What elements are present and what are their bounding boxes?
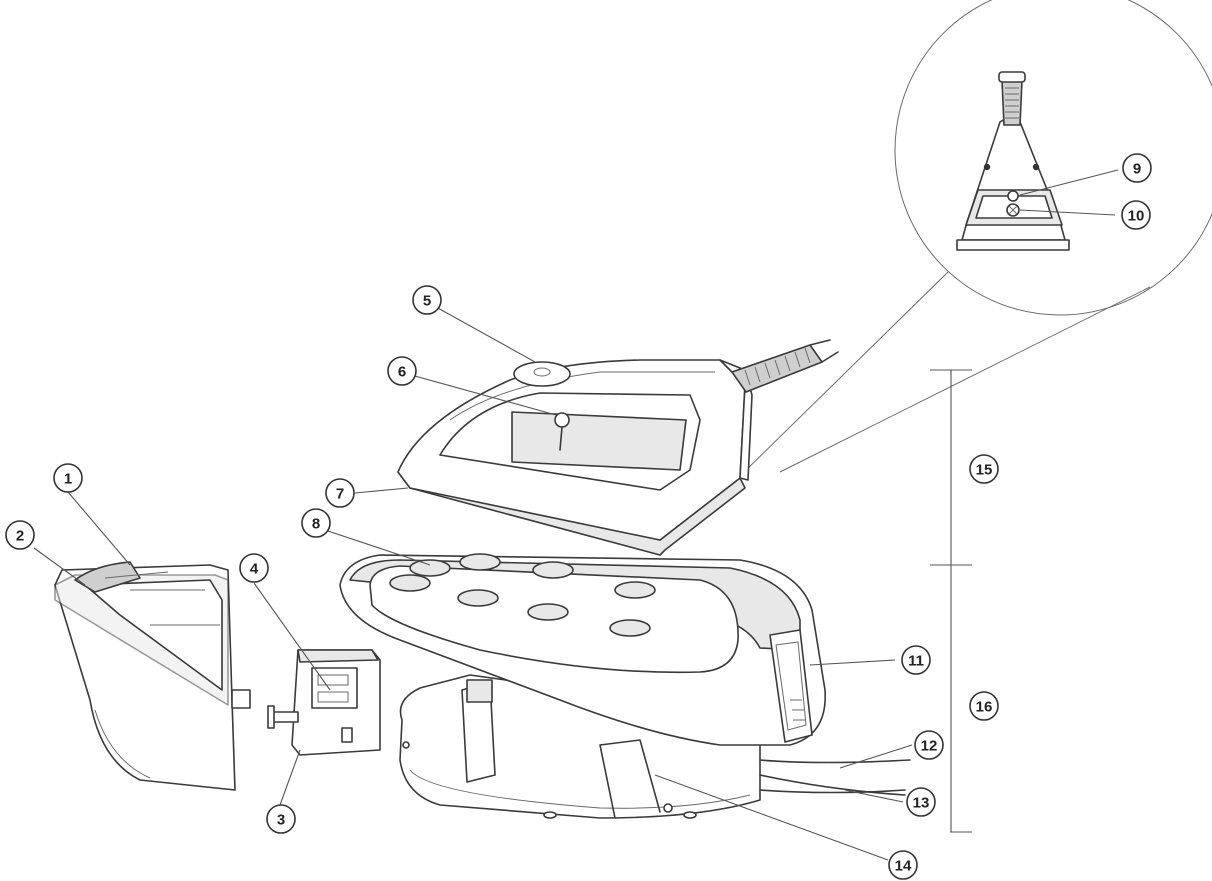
callout-9: 9: [1122, 153, 1152, 183]
callout-14: 14: [888, 850, 918, 880]
svg-text:3: 3: [277, 812, 285, 829]
callout-16: 16: [969, 691, 999, 721]
iron-rear-view: [956, 71, 1070, 251]
svg-text:9: 9: [1133, 161, 1141, 178]
svg-text:14: 14: [895, 858, 912, 875]
svg-text:7: 7: [336, 486, 344, 503]
callout-badges: 1 2 3 4 5 6 7 8 9 10 11 12 13 14 15 16: [5, 153, 1152, 880]
svg-text:1: 1: [64, 471, 72, 488]
steam-generator-base: [339, 553, 911, 819]
svg-text:13: 13: [913, 795, 930, 812]
svg-text:16: 16: [976, 699, 993, 716]
callout-11: 11: [901, 645, 931, 675]
control-panel: [769, 629, 813, 743]
callout-2: 2: [5, 520, 35, 550]
svg-text:12: 12: [921, 738, 938, 755]
callout-10: 10: [1121, 200, 1151, 230]
light-indicator-9: [1007, 190, 1019, 202]
svg-text:4: 4: [250, 561, 259, 578]
callout-13: 13: [906, 787, 936, 817]
iron: [397, 339, 839, 556]
platform-pads: [389, 553, 656, 637]
callout-8: 8: [301, 508, 331, 538]
callout-6: 6: [387, 356, 417, 386]
callout-1: 1: [53, 463, 83, 493]
callout-4: 4: [239, 553, 269, 583]
svg-text:5: 5: [423, 293, 431, 310]
svg-text:11: 11: [908, 653, 924, 670]
steam-trigger: [513, 361, 571, 387]
callout-7: 7: [325, 478, 355, 508]
svg-text:10: 10: [1128, 208, 1145, 225]
svg-text:15: 15: [976, 462, 993, 479]
svg-text:8: 8: [312, 516, 320, 533]
detail-magnifier: [737, 0, 1212, 479]
svg-text:6: 6: [398, 364, 406, 381]
callout-3: 3: [266, 804, 296, 834]
cord-storage: [599, 739, 661, 819]
leader-lines: [33, 169, 1119, 861]
water-tank: [54, 561, 251, 791]
callout-15: 15: [969, 454, 999, 484]
svg-text:2: 2: [16, 528, 24, 545]
callout-5: 5: [412, 285, 442, 315]
filter-cartridge: [267, 649, 381, 756]
callout-12: 12: [914, 730, 944, 760]
